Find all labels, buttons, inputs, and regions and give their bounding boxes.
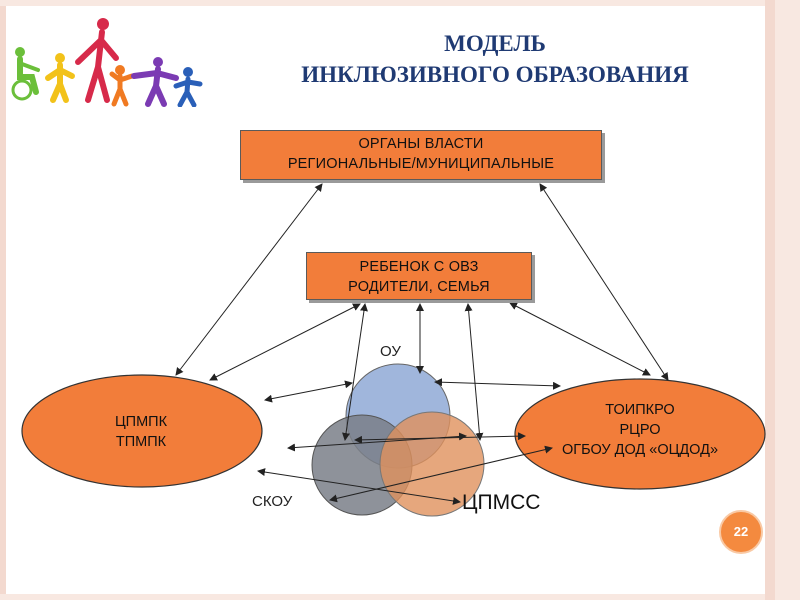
- ou-label: ОУ: [380, 343, 401, 360]
- right-border-stripe-outer: [775, 0, 800, 600]
- skou-label: СКОУ: [252, 493, 293, 510]
- title-line-2: ИНКЛЮЗИВНОГО ОБРАЗОВАНИЯ: [301, 62, 689, 87]
- page-number-badge: 22: [719, 510, 763, 554]
- cpmss-label: ЦПМСС: [462, 491, 541, 514]
- arrow-child-right: [509, 302, 651, 376]
- arrow-child-skou: [342, 303, 368, 441]
- left-ellipse-label: ЦПМПК ТПМПК: [96, 412, 186, 452]
- bottom-border-stripe: [0, 594, 765, 600]
- arrow-left-ou: [264, 380, 353, 403]
- arrow-authorities-right: [539, 183, 669, 381]
- right-ellipse-line-2: РЦРО: [619, 422, 661, 438]
- top-border-stripe: [0, 0, 765, 6]
- left-ellipse-line-1: ЦПМПК: [114, 414, 168, 430]
- right-ellipse-line-3: ОГБОУ ДОД «ОЦДОД»: [561, 442, 719, 458]
- right-ellipse-label: ТОИПКРО РЦРО ОГБОУ ДОД «ОЦДОД»: [520, 400, 760, 460]
- authorities-line-1: ОРГАНЫ ВЛАСТИ: [358, 136, 484, 152]
- arrow-authorities-left: [175, 183, 323, 376]
- right-ellipse-line-1: ТОИПКРО: [605, 402, 675, 418]
- left-ellipse: [21, 374, 263, 488]
- left-border-stripe: [0, 0, 6, 600]
- arrow-child-left: [209, 303, 361, 381]
- arrow-child-cpmss: [464, 303, 484, 441]
- left-ellipse-line-2: ТПМПК: [115, 434, 167, 450]
- arrow-skou-right-low: [329, 445, 553, 503]
- arrow-ou-right: [434, 378, 561, 390]
- people-figures-illustration: [11, 18, 203, 107]
- child-line-1: РЕБЕНОК С ОВЗ: [359, 259, 479, 275]
- authorities-box: ОРГАНЫ ВЛАСТИ РЕГИОНАЛЬНЫЕ/МУНИЦИПАЛЬНЫЕ: [240, 130, 602, 180]
- child-family-box: РЕБЕНОК С ОВЗ РОДИТЕЛИ, СЕМЬЯ: [306, 252, 532, 300]
- arrow-skou-right: [354, 432, 526, 444]
- child-line-2: РОДИТЕЛИ, СЕМЬЯ: [348, 279, 490, 295]
- right-border-stripe: [765, 0, 775, 600]
- authorities-line-2: РЕГИОНАЛЬНЫЕ/МУНИЦИПАЛЬНЫЕ: [287, 156, 555, 172]
- title-line-1: МОДЕЛЬ: [444, 31, 546, 56]
- slide-title: МОДЕЛЬ ИНКЛЮЗИВНОГО ОБРАЗОВАНИЯ: [215, 28, 775, 90]
